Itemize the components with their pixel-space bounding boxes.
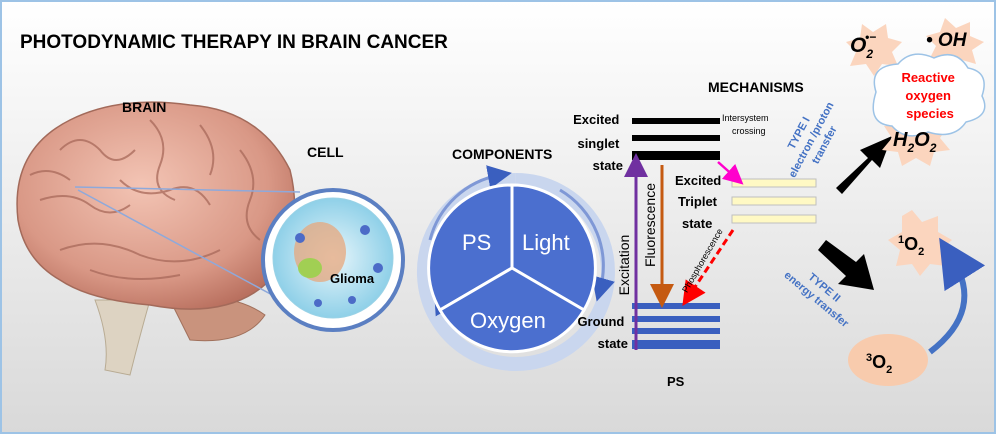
fluorescence-label: Fluorescence	[642, 183, 658, 267]
triplet-levels	[731, 178, 817, 224]
component-oxygen: Oxygen	[470, 308, 546, 333]
triplet-oxygen-ellipse	[848, 334, 928, 386]
brain-label: BRAIN	[122, 99, 166, 115]
intersystem-crossing-label: Intersystem crossing	[722, 113, 771, 136]
glioma-label: Glioma	[330, 271, 375, 286]
ground-levels	[632, 303, 720, 349]
singlet-oxygen-formula: 1O2	[898, 234, 924, 258]
cell-label: CELL	[307, 144, 344, 160]
components-label: COMPONENTS	[452, 146, 552, 162]
type2-arrow	[818, 240, 874, 290]
oxygen-conversion-arrow	[928, 237, 986, 355]
component-ps: PS	[462, 230, 491, 255]
ground-state-label: Ground state	[577, 314, 628, 351]
superoxide-formula: O2•−	[850, 30, 876, 61]
excited-triplet-label: Excited Triplet state	[675, 173, 725, 231]
excited-singlet-label: Excited singlet state	[573, 112, 623, 173]
component-light: Light	[522, 230, 570, 255]
brain-illustration	[16, 101, 301, 376]
superoxide-burst	[846, 24, 902, 76]
singlet-levels	[632, 118, 720, 160]
ros-cloud-label: Reactive oxygen species	[901, 70, 958, 121]
singlet-oxygen-burst	[888, 210, 952, 276]
h2o2-formula: H2O2	[893, 129, 937, 155]
mechanisms-label: MECHANISMS	[708, 79, 804, 95]
page-title: PHOTODYNAMIC THERAPY IN BRAIN CANCER	[20, 32, 448, 53]
type1-arrow	[836, 136, 892, 194]
cell-illustration	[261, 188, 405, 332]
excitation-label: Excitation	[616, 235, 632, 296]
intersystem-arrow	[717, 161, 744, 185]
triplet-oxygen-formula: 3O2	[866, 352, 892, 376]
ros-cloud	[872, 53, 986, 137]
ps-label: PS	[667, 374, 685, 389]
hydroxyl-formula: • OH	[926, 30, 968, 51]
phosphorescence-arrow	[682, 229, 735, 306]
components-cycle	[416, 165, 615, 371]
